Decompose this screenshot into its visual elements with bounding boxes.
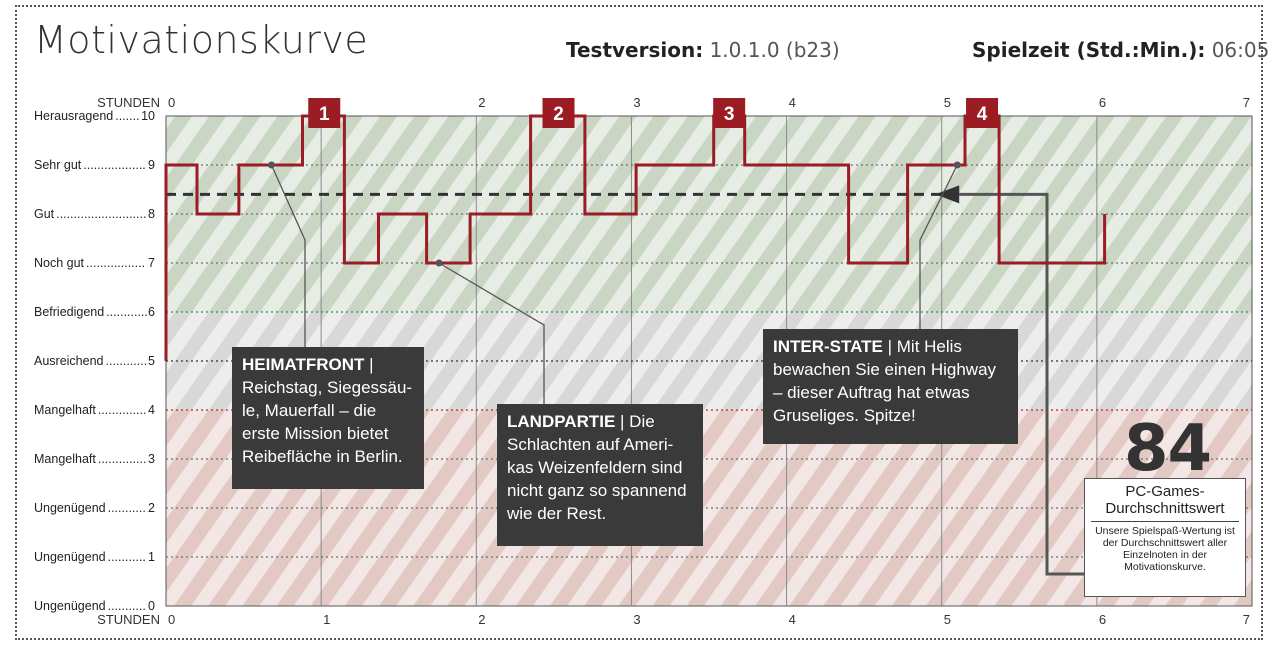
play-time-value: 06:05: [1211, 38, 1270, 62]
callout-heimatfront: HEIMATFRONT | Reichstag, Siegessäu-le, M…: [232, 347, 424, 489]
x-tick-label: 3: [633, 612, 640, 627]
y-tick-leader: ..............: [98, 452, 147, 466]
x-tick-label: 2: [478, 95, 485, 110]
x-axis-label: STUNDEN: [97, 612, 160, 627]
y-tick-label: Gut: [34, 207, 55, 221]
y-tick-leader: ...........: [108, 501, 146, 515]
callout-landpartie: LANDPARTIE | Die Schlachten auf Ameri-ka…: [497, 404, 703, 546]
marker-label: 3: [724, 104, 735, 125]
y-tick-leader: ..............: [98, 403, 147, 417]
annotation-point: [953, 161, 961, 169]
y-tick-value: 3: [148, 452, 155, 466]
average-description: Unsere Spielspaß-Wertung ist der Durchsc…: [1095, 525, 1235, 573]
x-tick-label: 7: [1243, 612, 1250, 627]
chart-frame: [15, 5, 1263, 640]
marker-box: [966, 98, 999, 128]
callout-title: INTER-STATE: [773, 337, 883, 356]
y-tick-value: 4: [148, 403, 155, 417]
marker-label: 2: [553, 104, 564, 125]
callout-connector: [919, 164, 958, 330]
x-tick-label: 5: [944, 612, 951, 627]
y-tick-label: Mangelhaft: [34, 403, 96, 417]
y-tick-label: Ungenügend: [34, 501, 106, 515]
y-tick-label: Sehr gut: [34, 158, 82, 172]
marker-label: 4: [977, 104, 988, 125]
x-tick-label: 4: [789, 612, 796, 627]
y-tick-leader: ...........: [108, 550, 146, 564]
y-tick-value: 1: [148, 550, 155, 564]
x-tick-label: 4: [789, 95, 796, 110]
x-axis-label: STUNDEN: [97, 95, 160, 110]
y-tick-leader: ............: [106, 305, 148, 319]
y-tick-leader: ..................: [83, 158, 146, 172]
y-tick-leader: .......: [115, 109, 139, 123]
callout-separator: |: [882, 337, 897, 356]
marker-label: 1: [319, 104, 330, 125]
y-tick-value: 2: [148, 501, 155, 515]
y-tick-value: 0: [148, 599, 155, 613]
x-tick-label: 6: [1099, 95, 1106, 110]
y-tick-value: 7: [148, 256, 155, 270]
y-tick-value: 5: [148, 354, 155, 368]
x-tick-label: 0: [168, 95, 175, 110]
callout-separator: |: [364, 355, 374, 374]
callout-text: Die Schlachten auf Ameri-kas Weizenfelde…: [507, 412, 687, 523]
x-tick-label: 5: [944, 95, 951, 110]
callout-separator: |: [615, 412, 630, 431]
play-time-label: Spielzeit (Std.:Min.):: [972, 38, 1206, 62]
x-tick-label: 2: [478, 612, 485, 627]
y-tick-label: Ungenügend: [34, 599, 106, 613]
callout-inter-state: INTER-STATE | Mit Helis bewachen Sie ein…: [763, 329, 1018, 444]
callout-title: HEIMATFRONT: [242, 355, 365, 374]
marker-box: [713, 98, 746, 128]
x-tick-label: 1: [323, 612, 330, 627]
y-tick-value: 9: [148, 158, 155, 172]
x-tick-label: 0: [168, 612, 175, 627]
callout-connector: [270, 164, 306, 349]
y-tick-label: Noch gut: [34, 256, 85, 270]
callout-connector: [438, 262, 545, 405]
play-time: Spielzeit (Std.:Min.): 06:05: [972, 38, 1269, 62]
y-tick-label: Ungenügend: [34, 550, 106, 564]
y-tick-label: Ausreichend: [34, 354, 104, 368]
callout-title: LANDPARTIE: [507, 412, 616, 431]
annotation-point: [435, 259, 443, 267]
x-tick-label: 3: [633, 95, 640, 110]
score-value: 84: [1124, 412, 1212, 486]
average-arrowhead: [935, 185, 960, 204]
annotation-point: [267, 161, 275, 169]
y-tick-label: Mangelhaft: [34, 452, 96, 466]
marker-box: [308, 98, 341, 128]
y-tick-value: 6: [148, 305, 155, 319]
x-tick-label: 7: [1243, 95, 1250, 110]
x-tick-label: 6: [1099, 612, 1106, 627]
y-tick-leader: .................: [86, 256, 145, 270]
average-label: PC-Games-Durchschnittswert: [1105, 483, 1225, 517]
y-tick-label: Herausragend: [34, 109, 113, 123]
callout-text: Reichstag, Siegessäu-le, Mauerfall – die…: [242, 378, 413, 466]
y-tick-label: Befriedigend: [34, 305, 104, 319]
callout-text: Mit Helis bewachen Sie einen Highway – d…: [773, 337, 997, 425]
y-tick-leader: ............: [106, 354, 148, 368]
chart-title: Motivationskurve: [34, 18, 369, 62]
test-version-label: Testversion:: [566, 38, 704, 62]
marker-box: [542, 98, 575, 128]
average-divider: [1091, 521, 1239, 522]
test-version: Testversion: 1.0.1.0 (b23): [566, 38, 840, 62]
y-tick-leader: ..........................: [56, 207, 146, 221]
y-tick-value: 10: [141, 109, 155, 123]
test-version-value: 1.0.1.0 (b23): [709, 38, 840, 62]
average-connector: [959, 192, 1084, 576]
y-tick-leader: ...........: [108, 599, 146, 613]
y-tick-value: 8: [148, 207, 155, 221]
average-box: PC-Games-Durchschnittswert Unsere Spiels…: [1084, 478, 1246, 597]
